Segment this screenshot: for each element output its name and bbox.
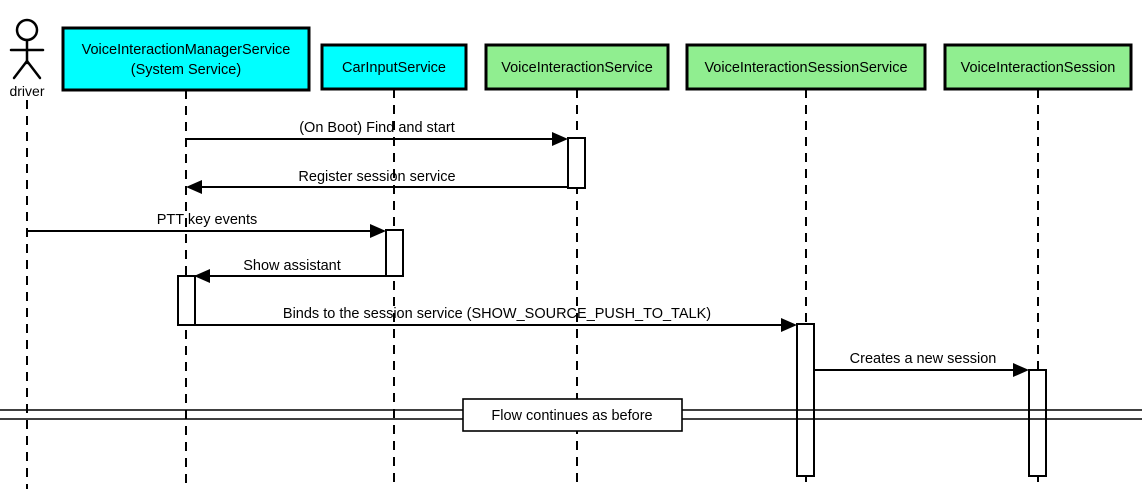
message-label-on-boot-find-start: (On Boot) Find and start xyxy=(299,120,455,136)
participant-label-voice-interaction-session-service: VoiceInteractionSessionService xyxy=(704,60,907,76)
message-creates-new-session[interactable]: Creates a new session xyxy=(814,351,1029,377)
activation-vims xyxy=(177,275,196,326)
participant-label-car-input-service: CarInputService xyxy=(342,60,446,76)
arrow-head-show-assistant xyxy=(194,269,210,283)
message-on-boot-find-start[interactable]: (On Boot) Find and start xyxy=(186,120,568,146)
message-binds-session-service[interactable]: Binds to the session service (SHOW_SOURC… xyxy=(178,306,797,332)
participant-label-voice-interaction-service: VoiceInteractionService xyxy=(501,60,653,76)
actor-leg-right-icon xyxy=(25,59,42,80)
arrow-head-on-boot-find-start xyxy=(552,132,568,146)
message-label-binds-session-service: Binds to the session service (SHOW_SOURC… xyxy=(283,306,711,322)
participant-vims[interactable]: VoiceInteractionManagerService (System S… xyxy=(61,26,311,92)
activation-voice-interaction-service xyxy=(567,137,586,189)
arrow-head-register-session-service xyxy=(186,180,202,194)
arrow-head-creates-new-session xyxy=(1013,363,1029,377)
flow-continues-note-label: Flow continues as before xyxy=(491,408,652,424)
activation-bars-group xyxy=(177,137,1047,477)
participant-box-car-input-service xyxy=(320,43,468,91)
arrow-head-binds-session-service xyxy=(781,318,797,332)
participant-box-voice-interaction-service xyxy=(484,43,670,91)
actor-label: driver xyxy=(9,83,44,99)
arrow-head-ptt-key-events xyxy=(370,224,386,238)
activation-car-input-service xyxy=(385,229,404,277)
message-show-assistant[interactable]: Show assistant xyxy=(194,258,403,283)
activation-session xyxy=(1028,369,1047,477)
participant-voice-interaction-session[interactable]: VoiceInteractionSession xyxy=(943,43,1133,91)
message-label-ptt-key-events: PTT key events xyxy=(157,212,257,228)
driver-actor[interactable]: driver xyxy=(9,18,45,99)
participant-box-voice-interaction-session-service xyxy=(685,43,927,91)
actor-head-icon xyxy=(15,18,39,42)
participant-voice-interaction-session-service[interactable]: VoiceInteractionSessionService xyxy=(685,43,927,91)
participant-label-vims-line1: VoiceInteractionManagerService xyxy=(82,42,291,58)
flow-continues-note-box xyxy=(462,398,683,432)
message-register-session-service[interactable]: Register session service xyxy=(186,169,568,194)
message-ptt-key-events[interactable]: PTT key events xyxy=(27,212,386,238)
actor-leg-left-icon xyxy=(12,59,29,80)
participant-box-vims xyxy=(61,26,311,92)
flow-continues-note[interactable]: Flow continues as before xyxy=(462,398,683,432)
participant-label-voice-interaction-session: VoiceInteractionSession xyxy=(961,60,1116,76)
activation-session-service xyxy=(796,323,815,477)
participant-voice-interaction-service[interactable]: VoiceInteractionService xyxy=(484,43,670,91)
participant-label-vims-line2: (System Service) xyxy=(131,62,241,78)
participant-box-voice-interaction-session xyxy=(943,43,1133,91)
message-label-register-session-service: Register session service xyxy=(298,169,455,185)
message-label-creates-new-session: Creates a new session xyxy=(850,351,997,367)
message-label-show-assistant: Show assistant xyxy=(243,258,341,274)
participant-car-input-service[interactable]: CarInputService xyxy=(320,43,468,91)
